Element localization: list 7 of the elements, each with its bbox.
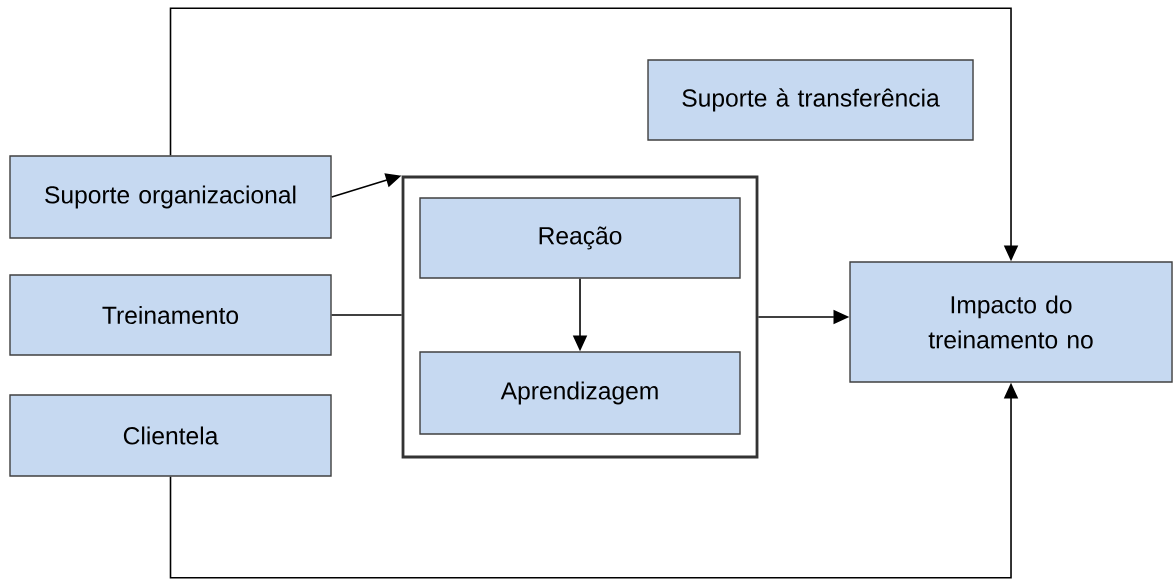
- process-box: Reação: [419, 197, 741, 279]
- process-box: Impacto do treinamento no: [849, 261, 1173, 383]
- process-box: Treinamento: [9, 274, 332, 356]
- process-box: Aprendizagem: [419, 351, 741, 435]
- process-box: Clientela: [9, 394, 332, 477]
- process-box: Suporte à transferência: [647, 59, 974, 141]
- process-box: Suporte organizacional: [9, 155, 332, 239]
